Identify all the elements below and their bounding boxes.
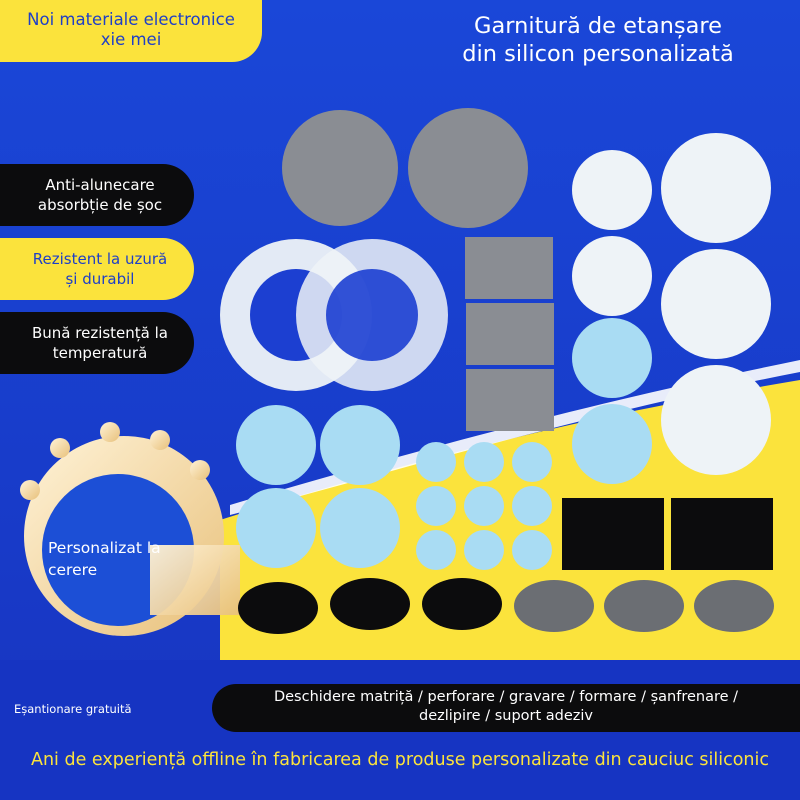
feature-line-1: Anti-alunecare [45,176,155,194]
small-blue-dot [464,442,504,482]
light-blue-disc [320,405,400,485]
brand-line-1: Noi materiale electronice [27,10,235,29]
badge-dot-3 [100,422,120,442]
white-disc [661,365,771,475]
badge-dot-1 [20,480,40,500]
white-disc [661,133,771,243]
light-blue-disc [572,318,652,398]
feature-badge-anti-slip: Anti-alunecare absorbție de șoc [0,164,194,226]
black-oval-pad [422,578,502,630]
gray-disc [282,110,398,226]
title-line-2: din silicon personalizată [462,41,734,67]
brand-line-2: xie mei [100,30,162,49]
process-line-1: Deschidere matriță / perforare / gravare… [273,689,739,705]
gray-square-pad [465,237,553,299]
gray-square-pad [466,369,554,431]
gray-oval-pad [604,580,684,632]
feature-badge-wear-resistant: Rezistent la uzură și durabil [0,238,194,300]
badge-dot-4 [150,430,170,450]
black-rect-pad [562,498,664,570]
small-blue-dot [416,530,456,570]
white-disc [572,236,652,316]
white-disc [661,249,771,359]
ring-inner [326,269,418,361]
white-swoosh-highlight [230,360,800,515]
white-ring-gasket [296,239,448,391]
light-blue-disc [236,488,316,568]
small-blue-dot [464,530,504,570]
black-rect-pad [671,498,773,570]
light-blue-disc [236,405,316,485]
page-title: Garnitură de etanșare din silicon person… [418,12,778,68]
feature-line-1: Rezistent la uzură [32,250,168,268]
gray-square-pad [466,303,554,365]
badge-dot-5 [190,460,210,480]
process-list-banner: Deschidere matriță / perforare / gravare… [212,684,800,732]
gray-disc [408,108,528,228]
small-blue-dot [464,486,504,526]
gray-oval-pad [514,580,594,632]
brand-tag: Noi materiale electronice xie mei [0,0,262,62]
feature-line-2: și durabil [65,270,135,288]
small-blue-dot [512,486,552,526]
feature-line-2: temperatură [52,344,148,362]
feature-line-2: absorbție de șoc [37,196,163,214]
free-sampling-text: Eșantionare gratuită [14,702,132,716]
feature-line-1: Bună rezistență la [31,324,168,342]
small-blue-dot [416,442,456,482]
badge-ribbon [150,545,240,615]
light-blue-disc [572,404,652,484]
feature-badge-temperature: Bună rezistență la temperatură [0,312,194,374]
small-blue-dot [512,530,552,570]
light-blue-disc [320,488,400,568]
white-disc [572,150,652,230]
custom-on-demand-label: Personalizat la cerere [48,539,161,579]
process-line-2: dezlipire / suport adeziv [419,708,593,724]
title-line-1: Garnitură de etanșare [474,13,722,39]
small-blue-dot [416,486,456,526]
custom-badge [20,422,240,636]
black-oval-pad [238,582,318,634]
black-oval-pad [330,578,410,630]
badge-dot-2 [50,438,70,458]
footer-experience-text: Ani de experiență offline în fabricarea … [30,750,770,770]
gray-oval-pad [694,580,774,632]
small-blue-dot [512,442,552,482]
